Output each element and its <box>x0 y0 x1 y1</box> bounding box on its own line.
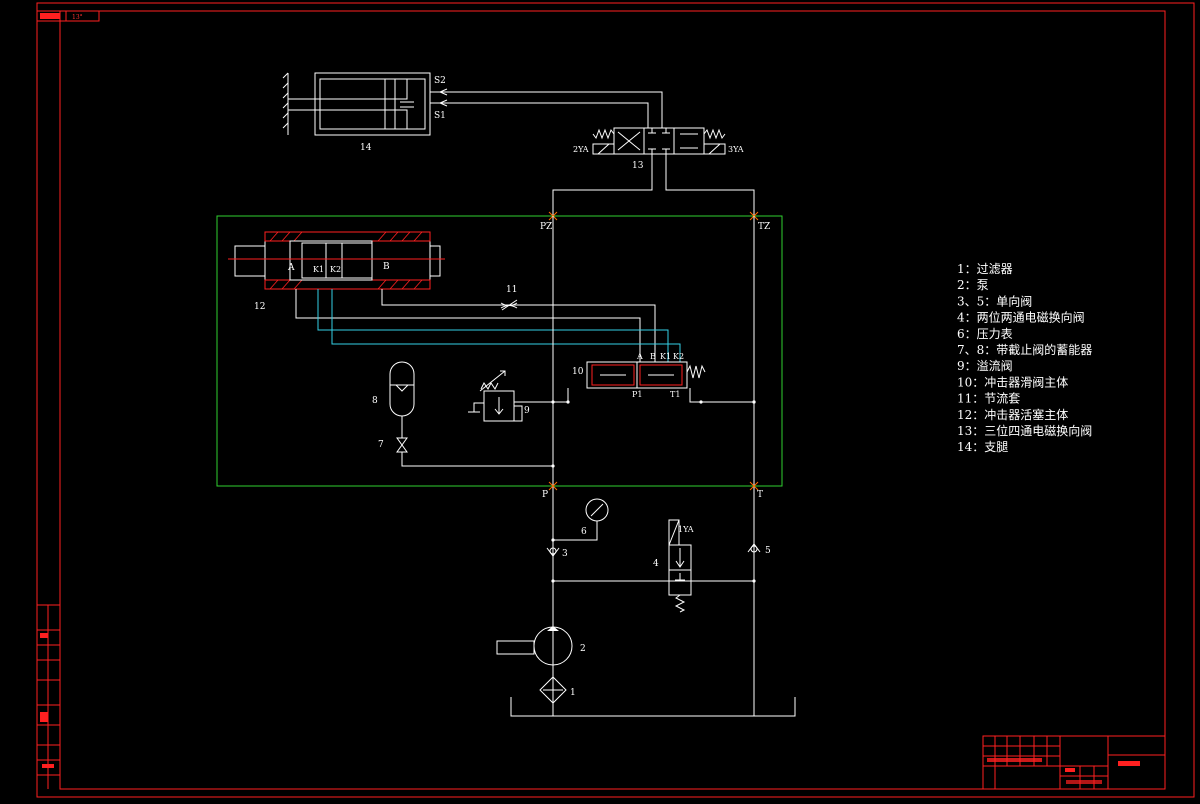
port-pz-label: PZ <box>540 222 552 232</box>
cylinder-port-s1-label: S1 <box>434 111 446 121</box>
legend-item: 4：两位两通电磁换向阀 <box>957 310 1085 325</box>
pressure-gauge-6-number: 6 <box>581 527 587 537</box>
piston-port-a: A <box>287 263 295 273</box>
legend-item: 12：冲击器活塞主体 <box>957 407 1068 422</box>
legend-item: 2：泵 <box>957 278 989 292</box>
piston-port-k2: K2 <box>330 265 341 274</box>
legend-item: 10：冲击器滑阀主体 <box>957 374 1068 389</box>
impactor-group-boundary <box>216 215 783 487</box>
relief-valve-9: 9 <box>468 370 530 422</box>
pressure-gauge-6: 6 <box>551 498 609 542</box>
accumulator-8-number: 8 <box>372 396 378 406</box>
check-valve-3: 3 <box>546 547 568 559</box>
title-tag: 13° <box>72 14 83 21</box>
solenoid-valve-4: 1YA 4 <box>653 519 694 613</box>
stop-valve-7: 7 <box>378 437 408 453</box>
piston-12-number: 12 <box>254 302 265 312</box>
slide-valve-port-k2: K2 <box>673 352 684 361</box>
slide-valve-10-number: 10 <box>572 367 584 377</box>
legend-item: 9：溢流阀 <box>957 359 1013 373</box>
check-valve-5-number: 5 <box>765 546 771 556</box>
legend-item: 1：过滤器 <box>957 262 1013 276</box>
stop-valve-7-number: 7 <box>378 440 384 450</box>
component-legend: 1：过滤器 2：泵3、5：单向阀 4：两位两通电磁换向阀 6：压力表7、8：带截止阀的… <box>957 262 1092 454</box>
slide-valve-10: A B K1 K2 10 P1 T1 <box>572 352 706 399</box>
impactor-piston-12: A K1 K2 B 12 <box>228 231 445 312</box>
valve-13-coil-2ya: 2YA <box>573 145 589 154</box>
pump-2-number: 2 <box>580 644 586 654</box>
check-valve-3-number: 3 <box>562 549 568 559</box>
legend-item: 3、5：单向阀 <box>957 293 1032 308</box>
slide-valve-port-k1: K1 <box>660 352 671 361</box>
cylinder-port-s2-label: S2 <box>434 76 446 86</box>
legend-item: 11：节流套 <box>957 392 1020 406</box>
valve-4-number: 4 <box>653 559 659 569</box>
legend-item: 7、8：带截止阀的蓄能器 <box>957 342 1092 357</box>
pump-2: 2 <box>496 626 586 666</box>
valve-13-coil-3ya: 3YA <box>728 145 744 154</box>
reservoir-tank <box>510 697 796 717</box>
slide-valve-port-t1: T1 <box>670 390 680 399</box>
legend-item: 6：压力表 <box>957 327 1013 341</box>
piston-port-k1: K1 <box>313 265 324 274</box>
filter-1-number: 1 <box>570 688 576 698</box>
check-valve-5: 5 <box>747 543 771 556</box>
piston-port-b: B <box>383 262 390 272</box>
port-tz-label: TZ <box>758 222 770 232</box>
slide-valve-port-a: A <box>636 352 643 361</box>
drawing-frame: 13° <box>36 2 1195 798</box>
cylinder-14-number: 14 <box>360 143 372 153</box>
accumulator-8: 8 <box>372 361 415 417</box>
slide-valve-port-b: B <box>650 352 656 361</box>
legend-item: 13：三位四通电磁换向阀 <box>957 423 1092 438</box>
valve-13: 2YA 3YA 13 <box>573 127 744 171</box>
relief-valve-9-number: 9 <box>524 406 530 416</box>
legend-item: 14：支腿 <box>957 440 1008 454</box>
valve-4-coil-1ya: 1YA <box>678 525 694 534</box>
title-block <box>982 735 1166 790</box>
filter-1: 1 <box>539 676 576 704</box>
port-t-label: T <box>757 490 763 500</box>
throttle-11-number: 11 <box>506 285 517 295</box>
port-p-label: P <box>542 490 548 500</box>
slide-valve-port-p1: P1 <box>632 390 642 399</box>
cylinder-14: S2 S1 14 <box>282 72 446 153</box>
valve-13-number: 13 <box>632 161 644 171</box>
